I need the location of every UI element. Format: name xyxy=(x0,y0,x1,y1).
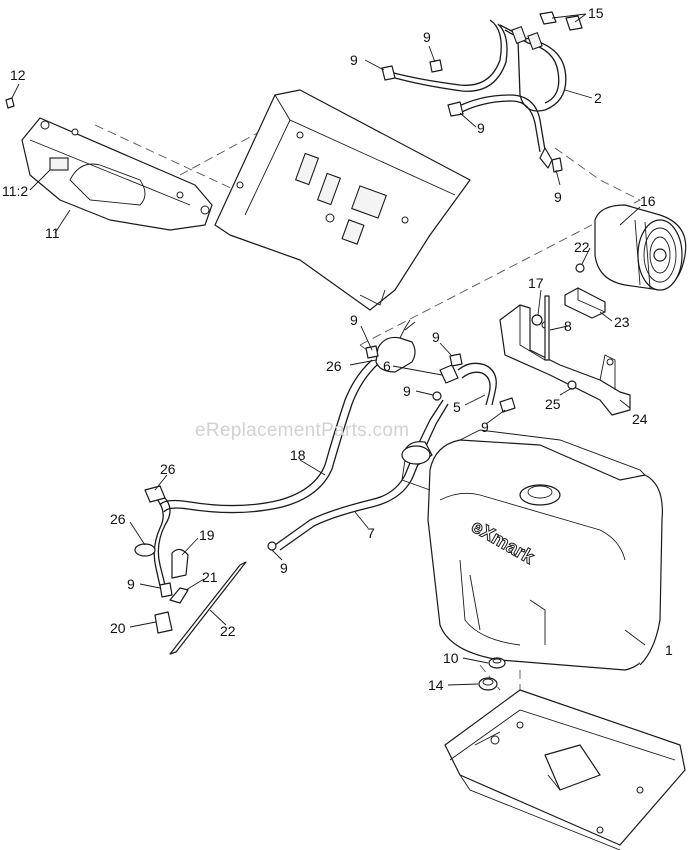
lower-vent-parts xyxy=(134,485,247,655)
callout-23: 23 xyxy=(614,314,630,330)
callout-9-j: 9 xyxy=(127,576,135,592)
callout-9-g: 9 xyxy=(403,383,411,399)
callout-25: 25 xyxy=(545,396,561,412)
callout-16: 17 xyxy=(528,275,544,291)
mounting-plate xyxy=(214,89,471,311)
fuel-hose-assembly xyxy=(389,19,567,169)
callout-6: 6 xyxy=(383,358,391,374)
callout-18: 19 xyxy=(199,527,215,543)
fuel-hose-elbow xyxy=(457,362,516,413)
callout-2: 2 xyxy=(594,90,602,106)
carbon-canister xyxy=(594,204,687,291)
callout-9-f: 9 xyxy=(432,329,440,345)
callout-11-2: 11:2 xyxy=(2,183,28,199)
tank-support-plate xyxy=(444,689,686,850)
bolt xyxy=(5,97,15,109)
callout-11: 11 xyxy=(45,225,60,241)
callout-9-h: 9 xyxy=(481,419,489,435)
callout-9-c: 9 xyxy=(477,120,485,136)
callout-8: 8 xyxy=(564,318,572,334)
callout-26-a: 26 xyxy=(326,358,342,374)
callout-24: 24 xyxy=(632,411,648,427)
vent-hose xyxy=(159,359,379,514)
callout-labels: 12 11:2 11 15 2 9 9 9 9 16 22 17 8 23 24… xyxy=(2,5,673,693)
callout-1: 1 xyxy=(665,642,673,658)
fuel-tank: eXmark xyxy=(401,429,663,671)
callout-19: 20 xyxy=(110,620,126,636)
callout-26-c: 26 xyxy=(110,511,126,527)
watermark: eReplacementParts.com xyxy=(195,420,409,441)
clamp-upper xyxy=(381,59,563,173)
callout-20: 21 xyxy=(202,569,218,585)
callout-9-b: 9 xyxy=(350,52,358,68)
callout-9-d: 9 xyxy=(554,189,562,205)
callout-10: 10 xyxy=(443,650,459,666)
callout-14: 15 xyxy=(588,5,604,21)
callout-7: 7 xyxy=(367,525,375,541)
callout-9-e: 9 xyxy=(350,312,358,328)
callout-5: 5 xyxy=(453,399,461,415)
callout-17: 18 xyxy=(290,447,306,463)
callout-21: 22 xyxy=(220,623,236,639)
callout-13: 14 xyxy=(428,677,444,693)
callout-12: 12 xyxy=(10,67,26,83)
callout-9-a: 9 xyxy=(423,29,431,45)
clamp-bracket xyxy=(564,287,606,319)
callout-15: 16 xyxy=(640,193,656,209)
leader-lines xyxy=(11,13,646,686)
grommets xyxy=(478,657,506,691)
rollover-valve xyxy=(365,319,416,373)
side-shield-panel xyxy=(21,117,213,231)
hardware xyxy=(531,263,585,390)
callout-9-i: 9 xyxy=(280,560,288,576)
fuel-fitting xyxy=(432,353,463,401)
callout-26-b: 26 xyxy=(160,461,176,477)
callout-22: 22 xyxy=(574,239,590,255)
